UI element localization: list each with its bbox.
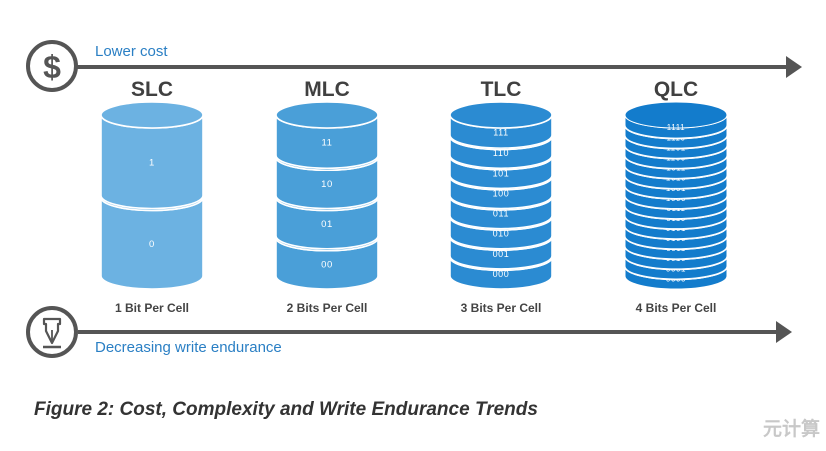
cell-level-label: 100: [493, 188, 510, 198]
endurance-arrowhead: [776, 321, 792, 343]
cell-level-label: 00: [321, 259, 333, 270]
cost-arrowhead: [786, 56, 802, 78]
cell-level-label: 010: [493, 229, 510, 239]
endurance-axis-label: Decreasing write endurance: [95, 339, 282, 356]
cell-level-top: [100, 101, 204, 129]
cell-type-title: SLC: [131, 78, 173, 101]
endurance-axis: Decreasing write endurance: [26, 306, 792, 358]
cell-level-label: 001: [493, 249, 510, 259]
cell-level-label: 0: [149, 239, 155, 250]
cell-level-label: 111: [493, 127, 508, 137]
cell-stack-slc: 0 1 SLC 1 Bit Per Cell: [100, 78, 204, 315]
cell-level-label: 101: [493, 168, 510, 178]
bits-per-cell-label: 1 Bit Per Cell: [115, 301, 189, 315]
cell-level-label: 01: [321, 219, 333, 230]
cell-level-top: [449, 101, 553, 129]
pen-nib-icon: [26, 306, 78, 358]
cell-level-label: 10: [321, 179, 333, 190]
cell-stack-mlc: 00 01 10 11 MLC 2 Bits Per Cell: [275, 78, 379, 315]
cell-level-label: 000: [493, 269, 510, 279]
cell-stack-qlc: 0000000100100011010001010110011110001001…: [624, 78, 728, 315]
dollar-icon: $: [26, 40, 78, 92]
bits-per-cell-label: 4 Bits Per Cell: [636, 301, 717, 315]
cell-level-label: 110: [493, 148, 509, 158]
cell-type-title: MLC: [304, 78, 350, 101]
cost-axis-label: Lower cost: [95, 43, 168, 60]
cell-level-label: 11: [321, 138, 332, 149]
cell-level-top: [275, 101, 379, 129]
bits-per-cell-label: 3 Bits Per Cell: [461, 301, 542, 315]
cell-type-title: QLC: [654, 78, 698, 101]
cell-stack-tlc: 000 001 010 011 100 101 110 111 TLC 3 Bits Per Ce…: [449, 78, 553, 315]
cell-type-title: TLC: [481, 78, 522, 101]
cell-level-label: 011: [493, 209, 509, 219]
cell-level-top: [624, 101, 728, 129]
bits-per-cell-label: 2 Bits Per Cell: [287, 301, 368, 315]
cell-level-label: 1111: [667, 123, 685, 132]
watermark: 元计算: [762, 418, 820, 440]
svg-text:$: $: [43, 49, 61, 85]
cost-axis: $ Lower cost: [26, 40, 802, 92]
cell-level-label: 1: [149, 158, 155, 169]
figure-caption: Figure 2: Cost, Complexity and Write End…: [34, 399, 538, 420]
